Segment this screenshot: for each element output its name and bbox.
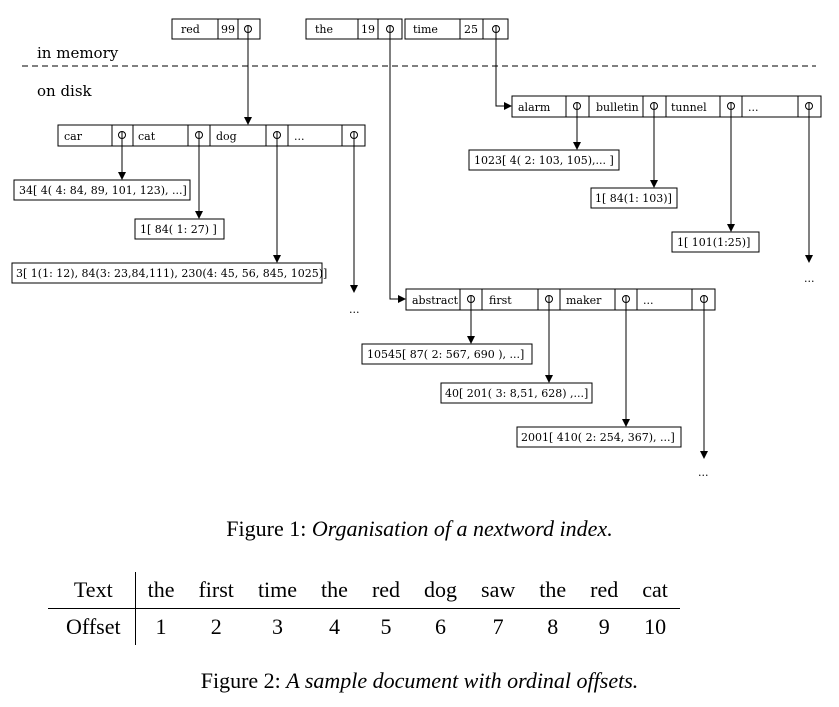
pointer-icon bbox=[244, 25, 252, 33]
pointer-icon bbox=[492, 25, 500, 33]
postings-car: 34[ 4( 4: 84, 89, 101, 123), ...] bbox=[13, 179, 191, 201]
vocab-word: time bbox=[413, 23, 438, 36]
offset-cell: 3 bbox=[271, 614, 283, 639]
continuation-ellipsis: ... bbox=[349, 303, 360, 316]
postings-text: 10545[ 87( 2: 567, 690 ), ...] bbox=[367, 348, 524, 361]
pointer-icon bbox=[467, 295, 475, 303]
pointer-icon bbox=[700, 295, 708, 303]
word-cell: saw bbox=[469, 572, 528, 609]
word-cell: cat bbox=[630, 572, 680, 609]
offset-cell: 7 bbox=[492, 614, 504, 639]
word-cell: red bbox=[578, 572, 631, 609]
vocab-word: the bbox=[315, 23, 333, 36]
offset-cell: 8 bbox=[547, 614, 559, 639]
in-memory-label: in memory bbox=[37, 44, 119, 62]
vocab-count: 19 bbox=[361, 23, 375, 36]
pointer-icon bbox=[386, 25, 394, 33]
list-word: maker bbox=[566, 294, 602, 307]
offset-row: Offset 1 2 3 4 5 6 7 8 9 10 bbox=[48, 608, 680, 645]
postings-dog: 3[ 1(1: 12), 84(3: 23,84,111), 230(4: 45… bbox=[11, 262, 327, 284]
vocab-count: 99 bbox=[221, 23, 235, 36]
list-word: abstract bbox=[412, 294, 459, 307]
arrow-time-to-list bbox=[495, 33, 512, 110]
text-row: Text the first time the red dog saw the … bbox=[48, 572, 680, 609]
word-cell: dog bbox=[412, 572, 470, 609]
offset-cell: 2 bbox=[210, 614, 222, 639]
word-cell: the bbox=[309, 572, 360, 609]
arrow-the-to-list bbox=[389, 33, 406, 303]
vocab-entry-red: red 99 bbox=[171, 18, 261, 40]
nextword-list-the: abstract first maker ... bbox=[405, 288, 716, 311]
vocab-word: red bbox=[181, 23, 200, 36]
row-label-text: Text bbox=[48, 572, 136, 609]
figure-2-number: Figure 2: bbox=[200, 668, 281, 693]
postings-maker: 2001[ 410( 2: 254, 367), ...] bbox=[516, 426, 682, 448]
pointer-icon bbox=[545, 295, 553, 303]
nextword-list-time: alarm bulletin tunnel ... bbox=[511, 95, 822, 118]
figure-1-title: Organisation of a nextword index. bbox=[311, 516, 613, 541]
pointer-icon bbox=[118, 131, 126, 139]
offset-cell: 10 bbox=[644, 614, 667, 639]
figure-1-number: Figure 1: bbox=[226, 516, 307, 541]
postings-text: 1[ 101(1:25)] bbox=[677, 236, 750, 249]
offset-cell: 4 bbox=[328, 614, 340, 639]
nextword-index-diagram: in memory on disk red 99 the 19 time 25 … bbox=[11, 18, 822, 479]
postings-text: 1[ 84(1: 103)] bbox=[595, 192, 672, 205]
postings-text: 2001[ 410( 2: 254, 367), ...] bbox=[521, 431, 675, 444]
figure-2-caption: Figure 2: A sample document with ordinal… bbox=[0, 668, 839, 694]
postings-cat: 1[ 84( 1: 27) ] bbox=[134, 218, 225, 240]
list-word: car bbox=[64, 130, 83, 143]
nextword-list-red: car cat dog ... bbox=[57, 124, 366, 147]
pointer-icon bbox=[622, 295, 630, 303]
on-disk-label: on disk bbox=[37, 82, 93, 100]
pointer-icon bbox=[650, 102, 658, 110]
postings-text: 34[ 4( 4: 84, 89, 101, 123), ...] bbox=[19, 184, 187, 197]
word-cell: first bbox=[186, 572, 246, 609]
vocab-entry-time: time 25 bbox=[404, 18, 509, 40]
sample-document-table: Text the first time the red dog saw the … bbox=[48, 572, 680, 645]
offset-cell: 1 bbox=[155, 614, 167, 639]
figure-2-title: A sample document with ordinal offsets. bbox=[286, 668, 639, 693]
offset-cell: 5 bbox=[380, 614, 392, 639]
list-word: dog bbox=[216, 130, 237, 143]
postings-abstract: 10545[ 87( 2: 567, 690 ), ...] bbox=[361, 343, 533, 365]
figure-1-caption: Figure 1: Organisation of a nextword ind… bbox=[0, 516, 839, 542]
list-word: alarm bbox=[518, 101, 551, 114]
postings-text: 1023[ 4( 2: 103, 105),... ] bbox=[474, 154, 614, 167]
list-word: tunnel bbox=[671, 101, 707, 114]
pointer-icon bbox=[273, 131, 281, 139]
vocab-entry-the: the 19 bbox=[305, 18, 403, 40]
list-word: ... bbox=[748, 101, 759, 114]
list-word: cat bbox=[138, 130, 156, 143]
list-word: first bbox=[489, 294, 512, 307]
offset-cell: 9 bbox=[598, 614, 610, 639]
pointer-icon bbox=[805, 102, 813, 110]
postings-text: 3[ 1(1: 12), 84(3: 23,84,111), 230(4: 45… bbox=[16, 267, 327, 280]
pointer-icon bbox=[727, 102, 735, 110]
postings-bulletin: 1[ 84(1: 103)] bbox=[590, 187, 678, 209]
postings-text: 1[ 84( 1: 27) ] bbox=[140, 223, 217, 236]
postings-tunnel: 1[ 101(1:25)] bbox=[671, 231, 760, 253]
row-label-offset: Offset bbox=[48, 608, 136, 645]
pointer-icon bbox=[350, 131, 358, 139]
offset-cell: 6 bbox=[435, 614, 447, 639]
postings-alarm: 1023[ 4( 2: 103, 105),... ] bbox=[468, 149, 620, 171]
continuation-ellipsis: ... bbox=[698, 466, 709, 479]
list-word: ... bbox=[294, 130, 305, 143]
list-word: ... bbox=[643, 294, 654, 307]
list-word: bulletin bbox=[596, 101, 639, 114]
postings-first: 40[ 201( 3: 8,51, 628) ,...] bbox=[440, 382, 593, 404]
vocab-count: 25 bbox=[464, 23, 478, 36]
pointer-icon bbox=[195, 131, 203, 139]
continuation-ellipsis: ... bbox=[804, 272, 815, 285]
postings-text: 40[ 201( 3: 8,51, 628) ,...] bbox=[445, 387, 588, 400]
word-cell: red bbox=[359, 572, 413, 609]
word-cell: the bbox=[527, 572, 579, 609]
word-cell: time bbox=[245, 572, 310, 609]
pointer-icon bbox=[573, 102, 581, 110]
word-cell: the bbox=[135, 572, 187, 609]
